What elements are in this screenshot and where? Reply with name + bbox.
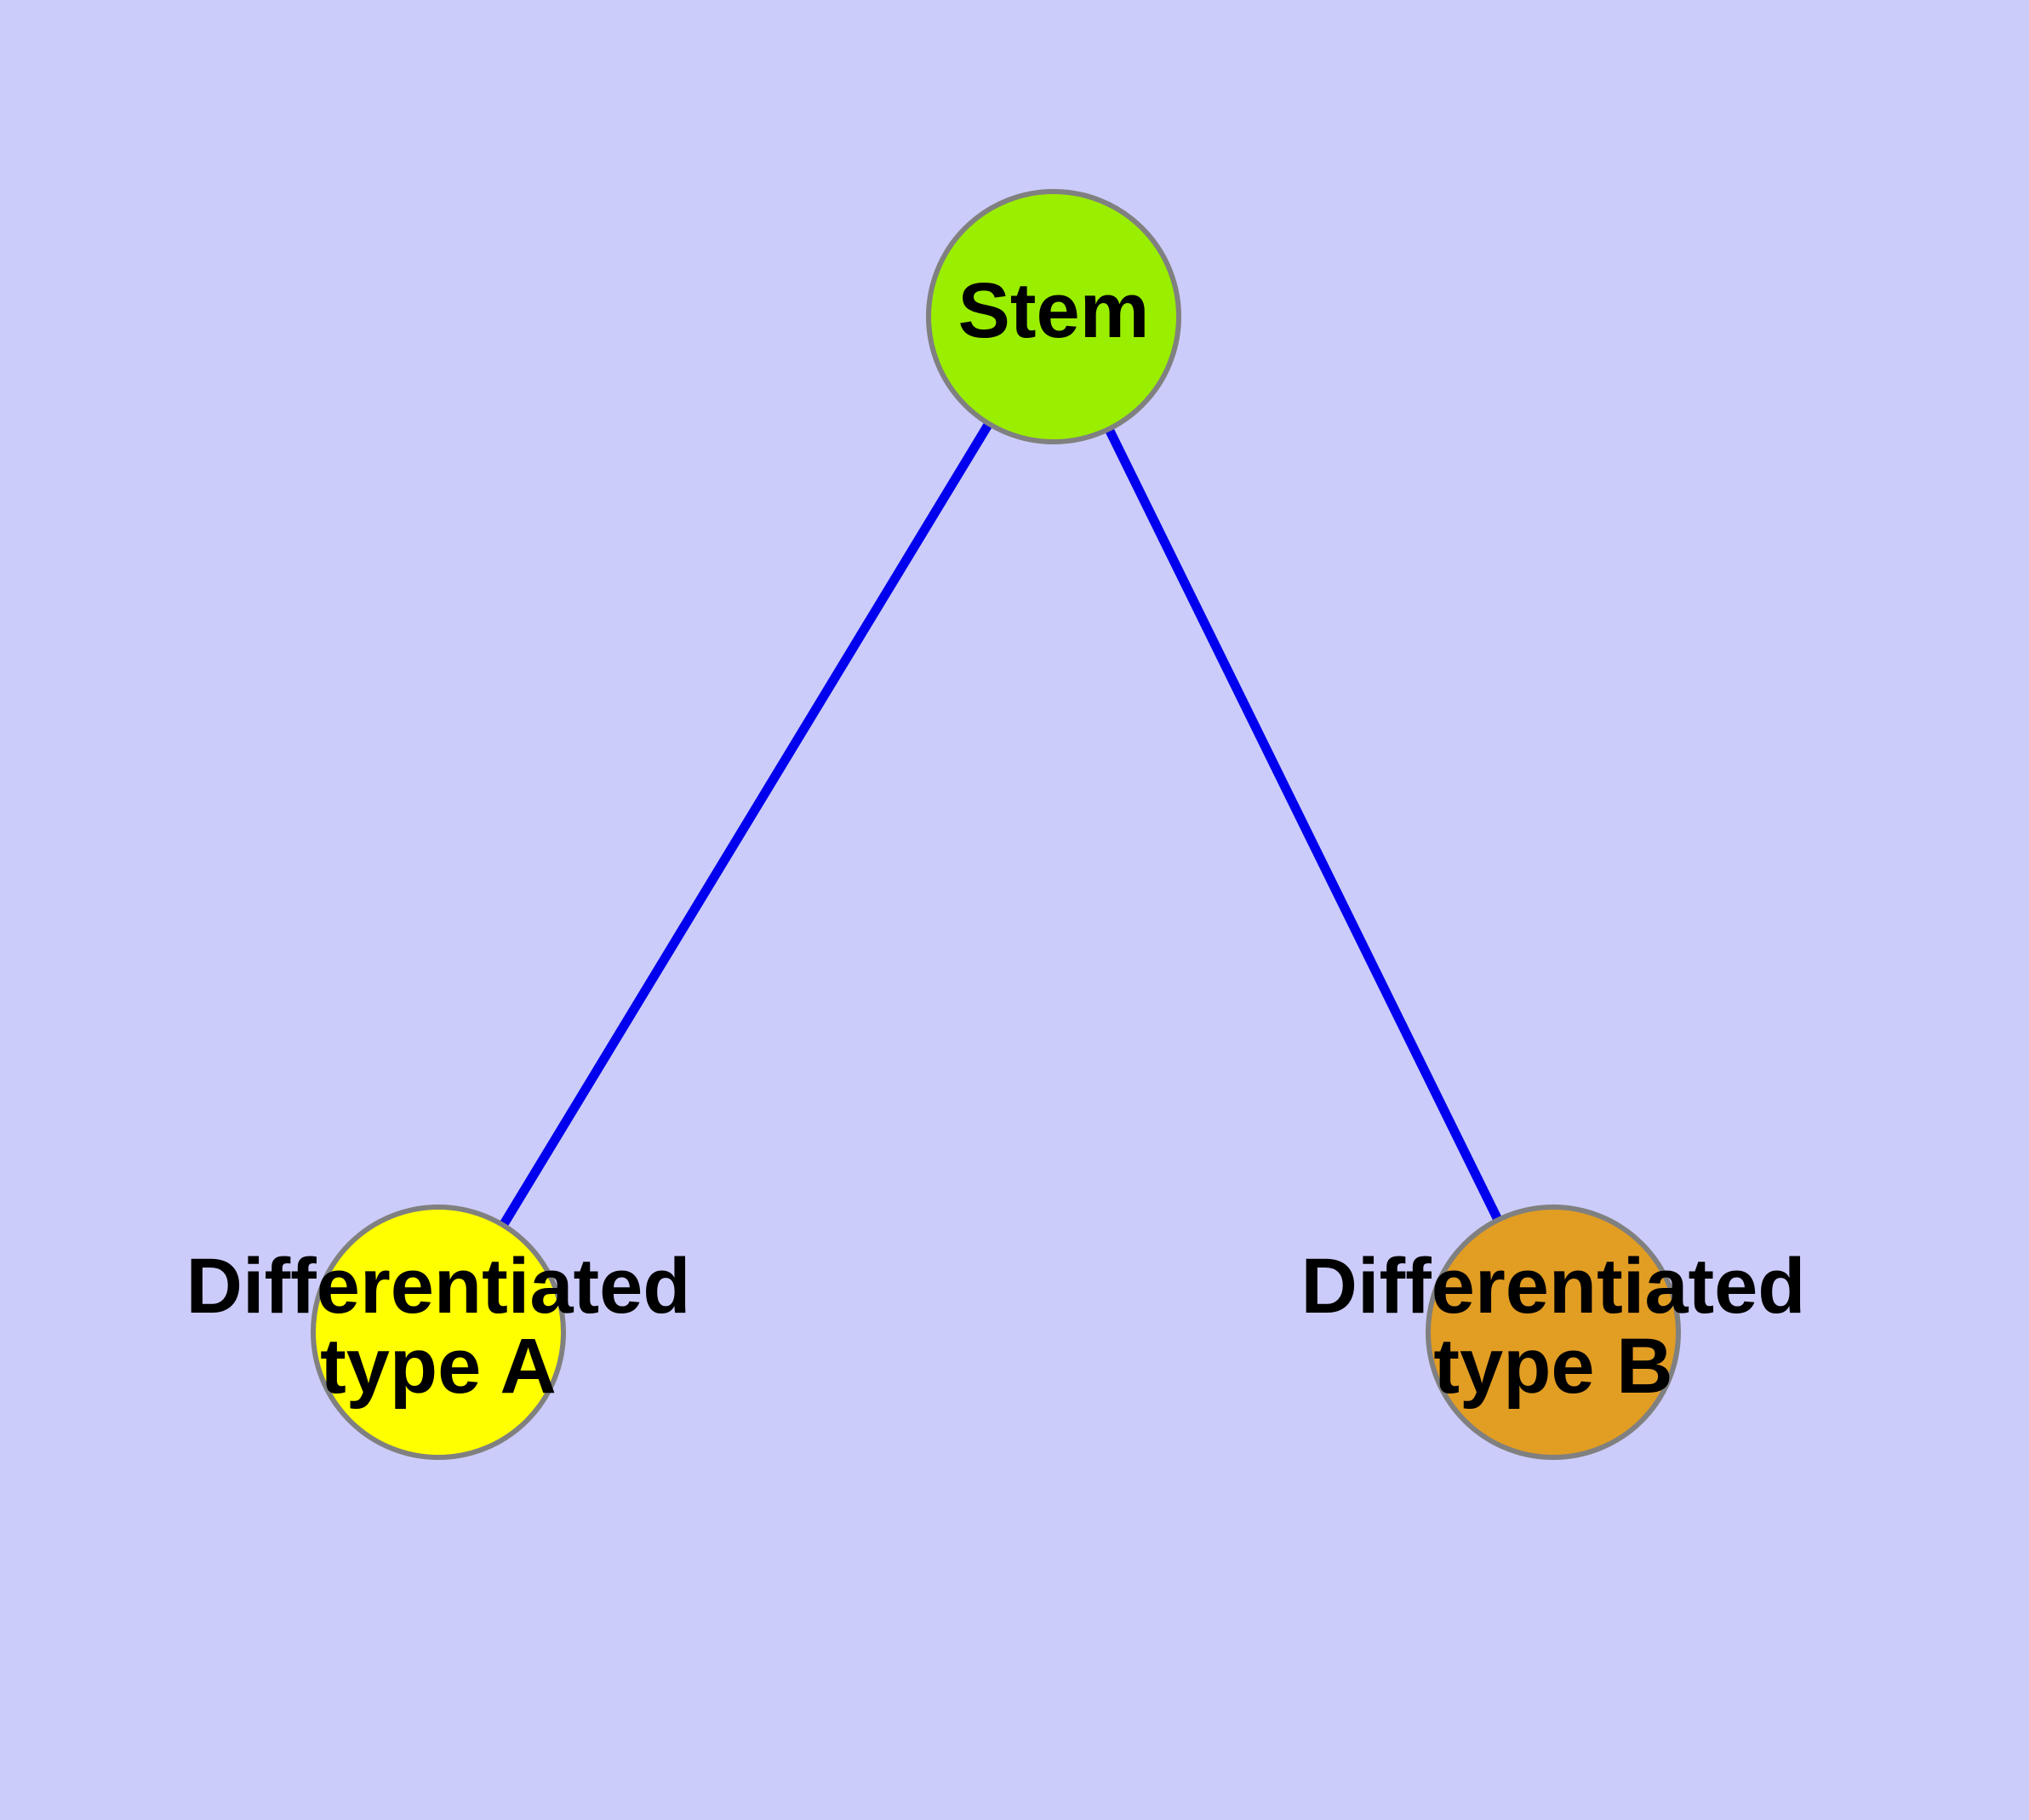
node-label-line: Differentiated — [1301, 1243, 1806, 1330]
node-circle-diff-b[interactable] — [1426, 1205, 1681, 1460]
node-label-line: type A — [320, 1323, 557, 1410]
node-label-stem: Stem — [958, 267, 1150, 354]
graph-edge-stem-to-diff-b[interactable] — [1049, 314, 1557, 1335]
graph-edge-stem-to-diff-a[interactable] — [434, 314, 1058, 1335]
node-label-line: Differentiated — [186, 1243, 691, 1330]
node-circle-diff-a[interactable] — [311, 1205, 566, 1460]
node-circle-stem[interactable] — [926, 189, 1181, 444]
node-label-line: type B — [1433, 1323, 1672, 1410]
node-label-line: Stem — [958, 267, 1150, 354]
edges-layer — [434, 314, 1557, 1335]
graph-node-stem[interactable]: Stem — [926, 189, 1181, 444]
